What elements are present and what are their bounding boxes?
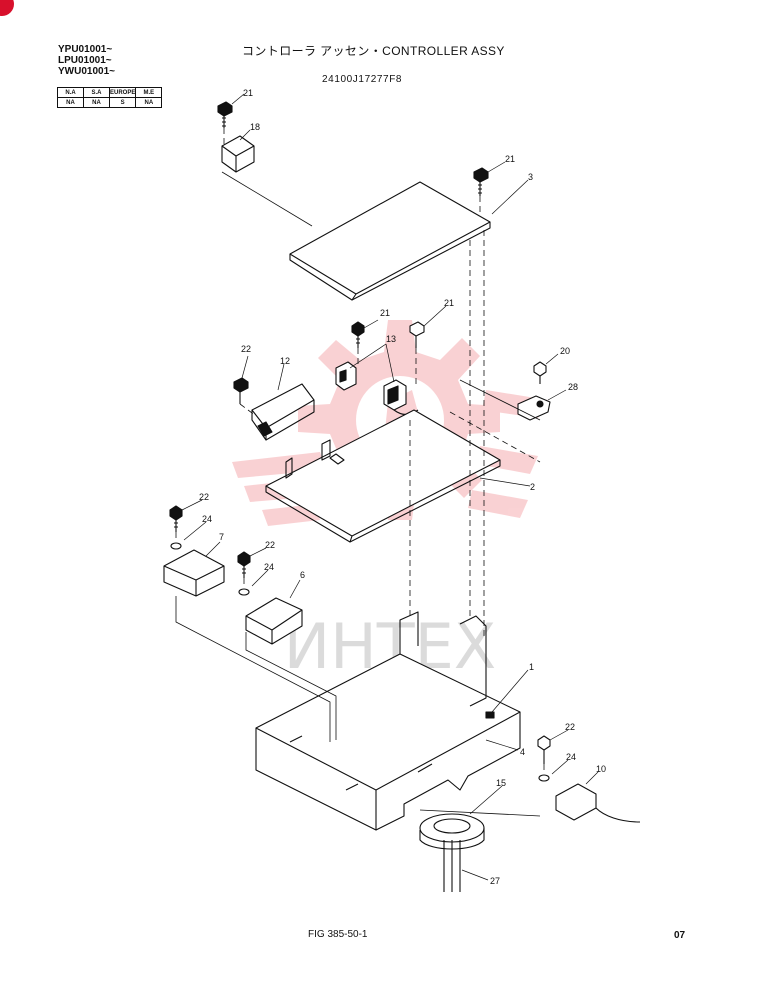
serial-range: LPU01001~ bbox=[58, 55, 112, 66]
callout-number: 18 bbox=[250, 122, 260, 132]
bolt-part bbox=[537, 735, 551, 764]
bolt-part bbox=[217, 101, 233, 128]
bolt-part bbox=[233, 377, 249, 404]
bolt-part bbox=[351, 321, 365, 348]
sensor-part bbox=[517, 395, 551, 421]
bolt-part bbox=[409, 321, 425, 348]
callout-number: 21 bbox=[444, 298, 454, 308]
callout-leaders bbox=[181, 93, 599, 881]
controller-unit-part bbox=[245, 597, 303, 645]
callout-number: 20 bbox=[560, 346, 570, 356]
leader-chain-lines bbox=[175, 171, 541, 817]
callout-number: 22 bbox=[265, 540, 275, 550]
callout-number: 3 bbox=[528, 172, 533, 182]
region-value: NA bbox=[135, 97, 163, 108]
figure-number: FIG 385-50-1 bbox=[308, 929, 368, 940]
serial-range-list: YPU01001~ LPU01001~ YWU01001~ bbox=[58, 44, 115, 77]
callout-number: 24 bbox=[264, 562, 274, 572]
wire-harness-part bbox=[443, 840, 461, 892]
callout-number: 27 bbox=[490, 876, 500, 886]
callout-number: 10 bbox=[596, 764, 606, 774]
corner-marker bbox=[0, 0, 14, 16]
bolt-part bbox=[533, 361, 547, 384]
callout-number: 6 bbox=[300, 570, 305, 580]
callout-number: 22 bbox=[565, 722, 575, 732]
callout-number: 24 bbox=[202, 514, 212, 524]
callout-number: 21 bbox=[243, 88, 253, 98]
relay-part bbox=[221, 135, 255, 173]
serial-range: YWU01001~ bbox=[58, 66, 115, 77]
callout-number: 7 bbox=[219, 532, 224, 542]
bolt-part bbox=[237, 551, 251, 578]
callout-labels: 21 18 21 3 21 21 13 22 12 20 28 2 22 24 … bbox=[199, 88, 606, 886]
page-title: コントローラ アッセン・CONTROLLER ASSY bbox=[242, 44, 505, 58]
washer-part bbox=[538, 774, 550, 782]
callout-number: 15 bbox=[496, 778, 506, 788]
callout-number: 22 bbox=[241, 344, 251, 354]
region-applicability-table: N.A S.A EUROPE M.E NA NA S NA bbox=[57, 87, 163, 108]
middle-mounting-plate bbox=[265, 409, 501, 543]
serial-range: YPU01001~ bbox=[58, 44, 113, 55]
callout-number: 13 bbox=[386, 334, 396, 344]
callout-number: 21 bbox=[380, 308, 390, 318]
assembly-guide-lines bbox=[175, 128, 545, 772]
callout-number: 22 bbox=[199, 492, 209, 502]
bolt-part bbox=[473, 167, 489, 196]
top-cover-plate bbox=[289, 181, 491, 301]
bolt-part bbox=[169, 505, 183, 532]
base-bracket bbox=[255, 611, 521, 831]
callout-number: 4 bbox=[520, 747, 525, 757]
callout-number: 12 bbox=[280, 356, 290, 366]
region-value: S bbox=[108, 97, 137, 108]
page-number: 07 bbox=[674, 930, 686, 941]
connector-part bbox=[335, 361, 357, 391]
resistor-box-part bbox=[163, 549, 225, 597]
callout-number: 24 bbox=[566, 752, 576, 762]
washer-part bbox=[238, 588, 250, 596]
assembly-part-number: 24100J17277F8 bbox=[322, 74, 403, 85]
callout-number: 21 bbox=[505, 154, 515, 164]
callout-number: 2 bbox=[530, 482, 535, 492]
alarm-buzzer-part bbox=[555, 783, 641, 823]
callout-number: 1 bbox=[529, 662, 534, 672]
washer-part bbox=[170, 542, 182, 550]
connector-part bbox=[383, 379, 419, 416]
controller-box-part bbox=[251, 383, 315, 441]
callout-number: 28 bbox=[568, 382, 578, 392]
